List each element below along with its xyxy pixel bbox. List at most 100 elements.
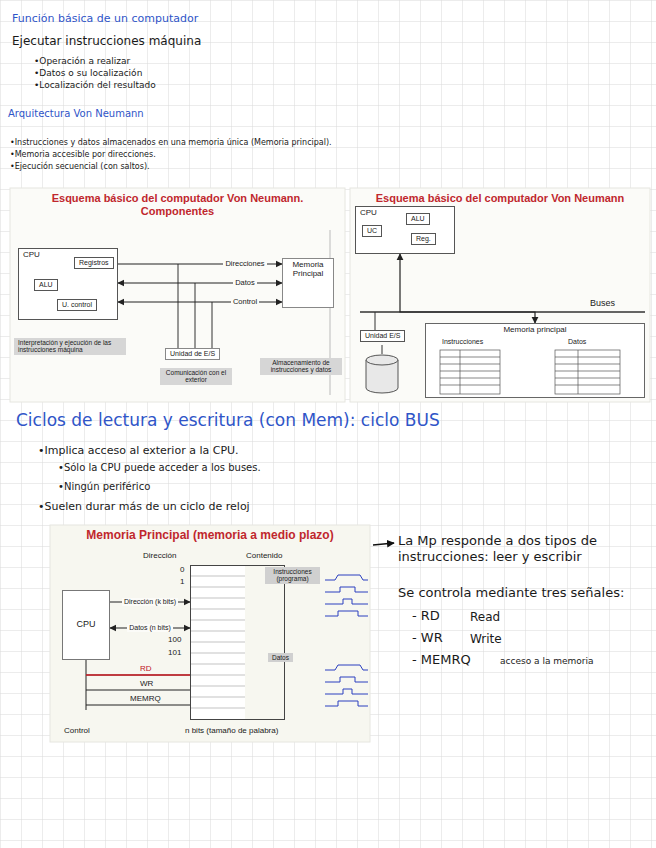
node-text: ALU xyxy=(39,281,53,289)
dimension-label: n bits (tamaño de palabra) xyxy=(185,726,278,736)
signal-name: MEMRQ xyxy=(130,694,161,704)
waveform xyxy=(325,587,368,592)
node-text: Instrucciones (programa) xyxy=(269,568,316,583)
disk-link xyxy=(382,345,383,354)
bus-label: Control xyxy=(231,298,259,306)
node-text: Unidad de E/S xyxy=(170,350,215,358)
bus-drop-line xyxy=(375,312,376,330)
cpu-box: CPURegistrosALUU. control xyxy=(18,248,118,320)
slide-panel xyxy=(350,188,650,402)
signal-group-label: Control xyxy=(64,726,90,736)
bullet-text: •Localización del resultado xyxy=(34,80,156,91)
address-number: 1 xyxy=(180,577,184,587)
node-text: Registros xyxy=(79,259,109,267)
cpu-box: CPUUCALUReg. xyxy=(355,206,455,254)
caption-box: Comunicación con el exterior xyxy=(160,368,232,385)
node-text: Interpretación y ejecución de las instru… xyxy=(18,339,122,354)
content-box: Instrucciones (programa) xyxy=(265,567,320,584)
io-unit-box: Unidad de E/S xyxy=(165,348,220,360)
disk-top xyxy=(366,355,398,365)
bus-label: Datos (n bits) xyxy=(127,624,173,632)
bullet-text: •Instrucciones y datos almacenados en un… xyxy=(10,138,332,148)
node-text: Memoria principal xyxy=(430,325,640,334)
memory-table: DirecciónContenido xyxy=(190,565,285,720)
bus-label: Dirección (k bits) xyxy=(122,598,178,606)
node-text: U. control xyxy=(62,301,92,309)
table-rows xyxy=(440,350,500,394)
control-unit-box: UC xyxy=(362,225,382,237)
memory-table xyxy=(440,350,620,394)
node-text: Dirección xyxy=(143,551,176,560)
bus-label: Direcciones xyxy=(223,260,266,268)
bullet-text: •Memoria accesible por direcciones. xyxy=(10,150,156,160)
bus-drop-lines xyxy=(178,264,212,348)
bus-label: Datos xyxy=(233,279,257,287)
table-frame xyxy=(555,350,620,394)
bus-label: Buses xyxy=(590,298,615,309)
rd-line xyxy=(86,674,190,675)
address-number: 101 xyxy=(168,648,181,658)
bullet-text: •Ejecución secuencial (con saltos). xyxy=(10,162,150,172)
slide-panel: Esquema básico del computador Von Neuman… xyxy=(350,188,650,402)
bus-connector xyxy=(118,282,282,283)
slide-panel: Esquema básico del computador Von Neuman… xyxy=(10,188,345,402)
note-text: Write xyxy=(470,632,502,646)
slide-panel xyxy=(50,525,370,742)
memory-fill xyxy=(425,323,645,398)
heading: Función básica de un computador xyxy=(12,12,198,25)
cpu-box: CPU xyxy=(62,590,110,660)
signal-name: WR xyxy=(140,679,153,689)
disk-symbol xyxy=(366,355,398,393)
waveform xyxy=(325,701,368,706)
node-text: Reg. xyxy=(416,235,431,243)
waveform xyxy=(325,689,368,694)
bullet-text: •Suelen durar más de un ciclo de reloj xyxy=(38,500,250,513)
note-arrow xyxy=(373,543,394,545)
node-text: Esquema básico del computador Von Neuman… xyxy=(364,192,636,205)
node-text: Datos xyxy=(272,654,289,661)
slide-panel: Memoria Principal (memoria a medio plazo… xyxy=(50,525,370,742)
node-text: Comunicación con el exterior xyxy=(164,369,228,384)
slide-panel xyxy=(10,188,345,402)
node-text: Unidad E/S xyxy=(365,332,400,340)
bus-connector xyxy=(400,254,535,323)
heading: Arquitectura Von Neumann xyxy=(8,108,144,120)
alu-box: ALU xyxy=(406,213,430,225)
node-text: Esquema básico del computador Von Neuman… xyxy=(24,192,331,217)
note-text: acceso a la memoria xyxy=(500,656,594,667)
memory-box: Memoria principal xyxy=(425,323,645,398)
memory-rows xyxy=(190,576,245,708)
signal-name: - RD xyxy=(412,608,440,624)
signal-name: - WR xyxy=(412,630,443,646)
waveform xyxy=(325,611,368,616)
note-text: La Mp responde a dos tipos de instruccio… xyxy=(398,533,648,564)
address-number: 100 xyxy=(168,635,181,645)
signal-name: - MEMRQ xyxy=(412,652,471,668)
heading: Ciclos de lectura y escritura (con Mem):… xyxy=(16,410,440,430)
node-text: CPU xyxy=(66,619,106,629)
node-text: Memoria Principal (memoria a medio plazo… xyxy=(64,529,356,543)
waveform xyxy=(325,599,368,604)
timing-diagram xyxy=(325,575,368,706)
control-lines xyxy=(86,660,190,710)
address-number: 0 xyxy=(180,565,184,575)
bullet-text: •Sólo la CPU puede acceder a los buses. xyxy=(58,462,261,474)
bullet-text: •Ningún periférico xyxy=(58,481,150,493)
memory-fill xyxy=(190,565,245,720)
memory-box: Memoria Principal xyxy=(282,258,334,308)
bullet-text: •Implica acceso al exterior a la CPU. xyxy=(38,444,239,457)
table-frame xyxy=(440,350,500,394)
waveform xyxy=(325,677,368,682)
content-box: Datos xyxy=(268,653,293,662)
register-box: Reg. xyxy=(411,233,436,245)
alu-box: ALU xyxy=(34,279,58,291)
bullet-text: •Operación a realizar xyxy=(34,56,130,67)
node-text: Almacenamiento de instrucciones y datos xyxy=(264,359,338,374)
note-text: Ejecutar instrucciones máquina xyxy=(12,34,201,48)
waveform xyxy=(325,665,368,670)
node-text: UC xyxy=(367,227,377,235)
waveform xyxy=(325,575,368,580)
node-subtext: Contenido xyxy=(246,551,282,560)
bullet-text: •Datos o su localización xyxy=(34,68,142,79)
